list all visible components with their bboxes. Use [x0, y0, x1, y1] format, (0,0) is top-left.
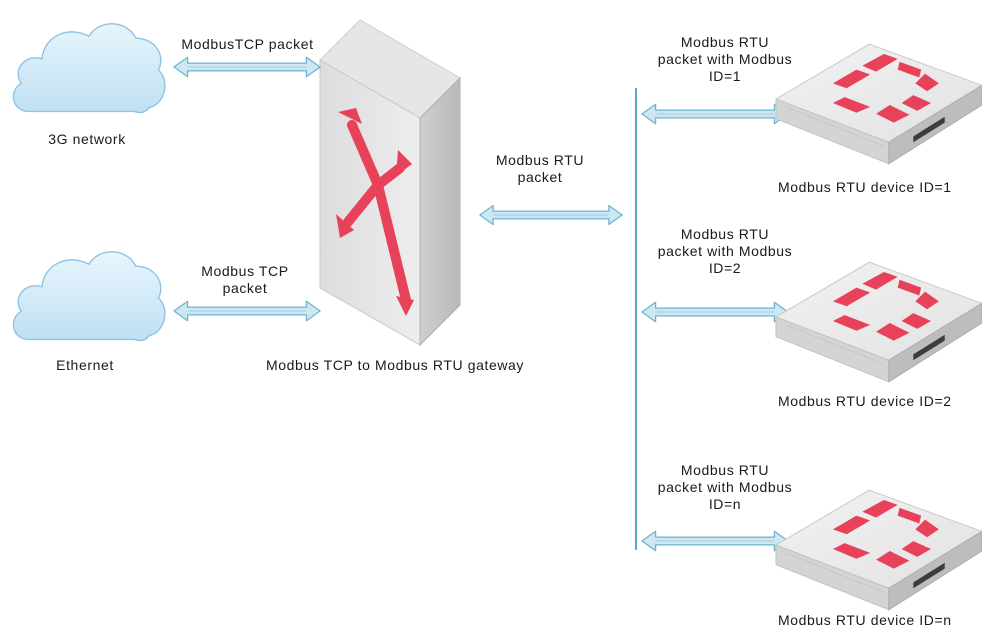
device-label-n: Modbus RTU device ID=n — [778, 612, 952, 628]
arrow-gateway-bus — [479, 204, 623, 226]
arrow-cloud1-gateway — [173, 56, 321, 78]
cloud-3g-network — [12, 23, 166, 114]
packet-label-devicen: Modbus RTU packet with Modbus ID=n — [657, 462, 793, 512]
link-label-gateway-bus: Modbus RTU packet — [495, 152, 585, 185]
gateway-label: Modbus TCP to Modbus RTU gateway — [265, 357, 525, 373]
rtu-device-2 — [775, 261, 982, 383]
cloud-label-ethernet: Ethernet — [56, 357, 114, 373]
device-label-2: Modbus RTU device ID=2 — [778, 393, 952, 409]
arrow-cloud2-gateway — [173, 300, 321, 322]
cloud-label-3g: 3G network — [48, 131, 126, 147]
packet-label-device2: Modbus RTU packet with Modbus ID=2 — [657, 226, 793, 276]
gateway-device — [319, 19, 461, 347]
link-label-cloud1: ModbusTCP packet — [181, 36, 314, 52]
arrow-bus-device1 — [641, 103, 789, 125]
cloud-ethernet — [12, 251, 166, 342]
link-label-cloud2: Modbus TCP packet — [201, 263, 289, 296]
device-label-1: Modbus RTU device ID=1 — [778, 179, 952, 195]
arrow-bus-devicen — [641, 530, 789, 552]
packet-label-device1: Modbus RTU packet with Modbus ID=1 — [657, 34, 793, 84]
arrow-bus-device2 — [641, 301, 789, 323]
